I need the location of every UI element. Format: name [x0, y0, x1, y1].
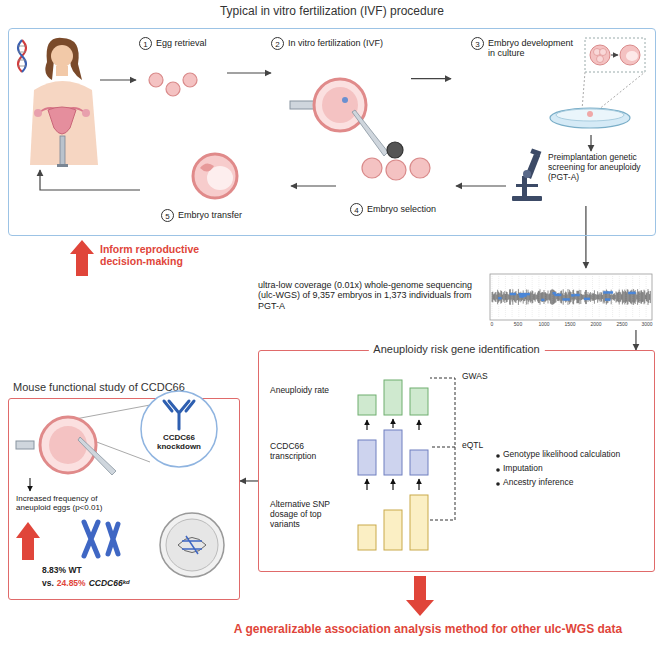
- text-label: 24.85%: [57, 579, 86, 589]
- text-label: vs.: [42, 579, 54, 589]
- axis-tick: 2000: [590, 322, 601, 328]
- text-label: eQTL: [462, 441, 483, 451]
- flow-arrow: [635, 330, 636, 350]
- flow-arrow: [240, 480, 258, 481]
- step-box: ultra-low coverage (0.01x) whole-genome …: [250, 268, 655, 330]
- embryo-icons: [362, 142, 430, 180]
- axis-tick: 1500: [564, 322, 575, 328]
- text-label: Genotype likelihood calculation: [503, 450, 651, 460]
- step-box: Preimplantation genetic screening for an…: [506, 151, 654, 206]
- text-label: kd: [123, 579, 130, 586]
- flow-arrow: [100, 79, 136, 80]
- zoom-circle: CCDC66 knockdown: [139, 389, 219, 469]
- panel: Aneuploidy risk gene identification: [258, 350, 655, 572]
- axis-tick: 3000: [641, 322, 652, 328]
- flow-arrow: [585, 206, 586, 268]
- step-box: 2 In vitro fertilization (IVF): [271, 37, 411, 162]
- step-box: 1 Egg retrieval: [139, 37, 227, 97]
- coverage-plot: [490, 274, 652, 320]
- node-label: 2: [271, 37, 284, 50]
- flow-arrow: [411, 78, 451, 79]
- node-label: 3: [471, 37, 484, 50]
- node-label: 1: [139, 37, 152, 50]
- node-label: 5: [161, 209, 174, 222]
- flow-arrow: [456, 185, 506, 186]
- text-label: A generalizable association analysis met…: [200, 623, 656, 637]
- panel-title: Typical in vitro fertilization (IVF) pro…: [9, 5, 655, 19]
- panel-title: Aneuploidy risk gene identification: [368, 343, 544, 356]
- axis-tick: 1000: [538, 322, 549, 328]
- node-label: Preimplantation genetic screening for an…: [548, 153, 652, 182]
- node-label: 4: [350, 203, 363, 216]
- panel-title: Mouse functional study of CCDC66: [13, 381, 185, 394]
- step-box: 4 Embryo selection: [336, 141, 456, 221]
- axis-tick: 500: [514, 322, 522, 328]
- text-label: Alternative SNP dosage of top variants: [270, 500, 352, 529]
- node-label: Embryo development in culture: [488, 38, 580, 59]
- text-label: CCDC66: [89, 579, 123, 589]
- step-box: 5 Embryo transfer: [141, 151, 291, 233]
- coverage-signal: [492, 276, 650, 318]
- red-arrow: [406, 576, 434, 616]
- microscope-icon: [512, 148, 542, 201]
- blastocyst-icon: [193, 154, 237, 198]
- panel: Typical in vitro fertilization (IVF) pro…: [8, 28, 656, 236]
- axis-tick: 0: [491, 322, 494, 328]
- antibody-circle: [139, 389, 219, 469]
- transfer-arrow: [40, 170, 140, 190]
- step-box: 3 Embryo development in culture: [451, 37, 646, 135]
- culture-dish: [550, 38, 645, 128]
- patient-figure: [18, 38, 98, 167]
- text-label: CCDC66 transcription: [270, 442, 352, 462]
- text-label: Ancestry inference: [503, 478, 651, 488]
- node-label: ultra-low coverage (0.01x) whole-genome …: [258, 280, 486, 311]
- flow-arrow: [590, 135, 591, 151]
- egg-icons: [149, 73, 197, 96]
- result-row: vs.24.85%CCDC66kd: [42, 579, 133, 589]
- text-label: Aneuploidy rate: [270, 386, 352, 396]
- red-arrow: [70, 240, 94, 276]
- node-label: In vitro fertilization (IVF): [288, 38, 410, 48]
- flow-arrow: [291, 185, 336, 186]
- node-label: Embryo selection: [367, 204, 455, 214]
- node-label: Egg retrieval: [156, 38, 226, 48]
- association-chart: [358, 378, 500, 550]
- text-label: Inform reproductive decision-making: [100, 243, 218, 267]
- text-label: Imputation: [503, 464, 651, 474]
- flow-arrow: [227, 72, 271, 73]
- text-label: Increased frequency of aneuploid eggs (p…: [16, 494, 134, 512]
- text-label: 8.83% WT: [42, 566, 82, 576]
- ivf-illustration: [290, 79, 388, 156]
- axis-tick: 2500: [616, 322, 627, 328]
- node-label: Embryo transfer: [178, 210, 288, 220]
- text-label: GWAS: [462, 372, 488, 382]
- node-label: CCDC66 knockdown: [147, 433, 211, 451]
